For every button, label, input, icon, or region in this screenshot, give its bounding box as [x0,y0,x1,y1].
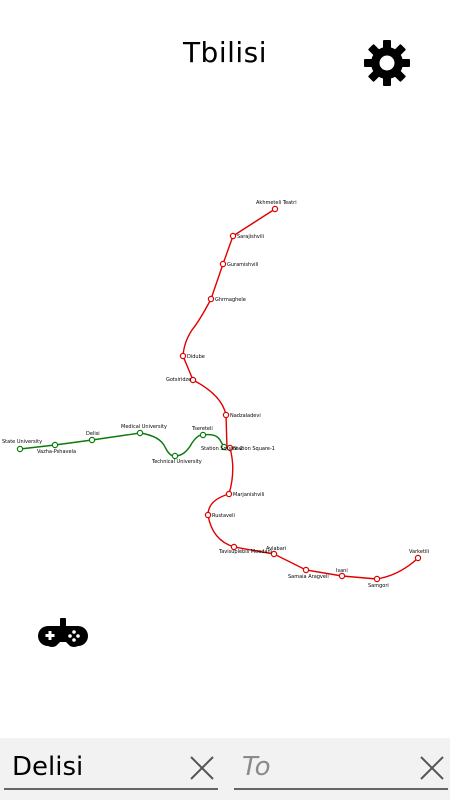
station-tsereteli[interactable] [199,431,207,439]
label-station-square-2: Station Square-2 [201,446,243,452]
label-akhmeteli-teatri: Akhmeteli Teatri [256,200,297,206]
label-tavisuplebis-moedani: Tavisuplebis Moedani [218,549,272,555]
label-tsereteli: Tsereteli [191,426,213,432]
station-vazha-pshavela[interactable] [51,441,59,449]
label-marjanishvili: Marjanishvili [233,492,264,498]
metro-map[interactable]: Akhmeteli Teatri Sarajishvili Guramishvi… [0,180,450,600]
station-nadzaladevi[interactable] [222,411,230,419]
close-icon [190,756,214,780]
station-rustaveli[interactable] [204,511,212,519]
station-technical-university[interactable] [171,452,179,460]
station-avlabari[interactable] [270,550,278,558]
station-tavisuplebis-moedani[interactable] [230,543,238,551]
label-sarajishvili: Sarajishvili [237,234,264,240]
station-medical-university[interactable] [136,429,144,437]
label-delisi: Delisi [86,431,100,437]
game-button[interactable] [38,618,88,652]
station-delisi[interactable] [88,436,96,444]
station-ghrmaghele[interactable] [207,295,215,303]
label-varketili: Varketili [409,549,429,555]
label-nadzaladevi: Nadzaladevi [230,413,261,419]
gamepad-icon [38,618,88,647]
label-gotsiridze: Gotsiridze [166,377,191,383]
label-rustaveli: Rustaveli [212,513,235,519]
station-akhmeteli-teatri[interactable] [271,205,279,213]
station-station-square-2[interactable] [220,443,228,451]
label-samaia-aragveli: Samaia Aragveli [288,574,329,580]
station-gotsiridze[interactable] [189,376,197,384]
label-samgori: Samgori [368,583,389,589]
label-station-square-1: Station Square-1 [233,446,275,452]
station-station-square-1[interactable] [226,444,234,452]
gear-icon [364,40,410,86]
label-ghrmaghele: Ghrmaghele [215,297,246,303]
to-input[interactable] [242,750,412,784]
settings-button[interactable] [362,38,412,88]
station-samaia-aragveli[interactable] [302,566,310,574]
red-line-path [182,208,419,580]
label-guramishvili: Guramishvili [227,262,258,268]
label-state-university: State University [2,439,42,445]
to-field [234,746,448,790]
page-title: Tbilisi [182,36,268,69]
route-search-bar [0,738,450,800]
station-marjanishvili[interactable] [225,490,233,498]
label-medical-university: Medical University [121,424,167,430]
from-field [4,746,218,790]
station-didube[interactable] [179,352,187,360]
label-avlabari: Avlabari [266,546,286,552]
station-state-university[interactable] [16,445,24,453]
label-technical-university: Technical University [151,459,202,465]
station-samgori[interactable] [373,575,381,583]
close-icon [420,756,444,780]
label-isani: Isani [336,568,348,574]
clear-to-button[interactable] [418,754,446,782]
clear-from-button[interactable] [188,754,216,782]
station-varketili[interactable] [414,554,422,562]
label-vazha-pshavela: Vazha-Pshavela [37,449,76,455]
from-input[interactable] [12,750,182,784]
label-didube: Didube [187,354,205,360]
station-sarajishvili[interactable] [229,232,237,240]
station-isani[interactable] [338,572,346,580]
station-guramishvili[interactable] [219,260,227,268]
